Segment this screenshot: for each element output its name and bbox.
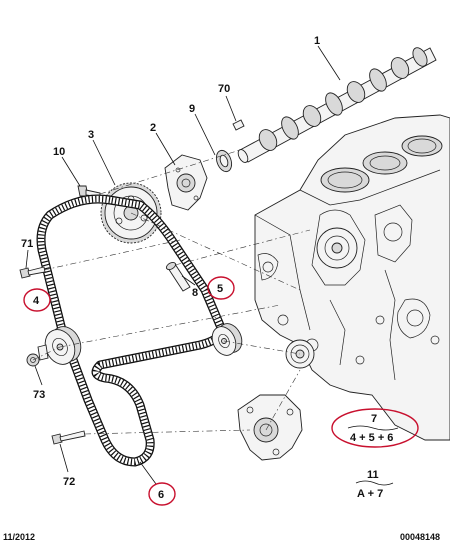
water-pump-bolt: [51, 430, 86, 445]
highlight-circle-4: [23, 288, 51, 312]
assembly-lines: [32, 149, 311, 435]
engine-block: [254, 114, 450, 441]
callout-70: 70: [218, 83, 230, 95]
callout-73: 73: [33, 389, 45, 401]
footer-reference: 00048148: [400, 532, 440, 542]
callout-71: 71: [21, 238, 33, 250]
tensioner-bolt: [19, 266, 46, 279]
camshaft-hub: [164, 154, 208, 211]
callout-6: 6: [158, 489, 164, 501]
callout-7-formula: 4 + 5 + 6: [350, 432, 393, 444]
idler-roller: [211, 323, 243, 356]
callout-3: 3: [88, 129, 94, 141]
callout-11-group: 11 A + 7: [355, 469, 394, 500]
callout-1: 1: [314, 35, 320, 47]
highlighted-callouts: 4 5 6 7 4 + 5 + 6: [23, 276, 419, 506]
callout-11-formula: A + 7: [357, 488, 383, 500]
camshaft-seal: [215, 149, 233, 173]
callout-5: 5: [217, 283, 223, 295]
callout-11: 11: [367, 469, 379, 481]
highlight-circle-6: [148, 482, 176, 506]
callout-72: 72: [63, 476, 75, 488]
callout-10: 10: [53, 146, 65, 158]
idler-stud: [165, 261, 191, 292]
footer-date: 11/2012: [3, 532, 35, 542]
camshaft: [237, 47, 437, 163]
callout-8: 8: [192, 287, 198, 299]
water-pump: [237, 394, 303, 461]
leader-lines: [25, 45, 341, 485]
callout-7: 7: [371, 413, 377, 425]
highlight-circle-7: [331, 408, 419, 448]
tensioner-roller: [37, 326, 82, 365]
callout-9: 9: [189, 103, 195, 115]
woodruff-key: [232, 119, 245, 131]
callout-4: 4: [33, 295, 40, 307]
callout-labels: 1 70 9 2 3 10 71 8 73 72: [21, 35, 320, 488]
callout-2: 2: [150, 122, 156, 134]
highlight-circle-5: [207, 276, 235, 300]
